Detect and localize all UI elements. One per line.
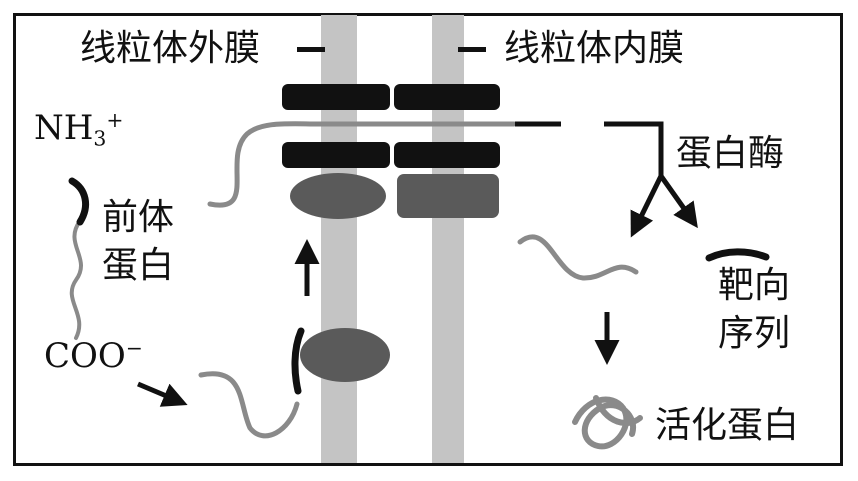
- arrow-icon: [630, 174, 664, 238]
- inner-channel-bottom: [394, 142, 500, 168]
- target-sequence-label-line1: 靶向: [718, 265, 791, 306]
- inner-membrane-label: 线粒体内膜: [504, 28, 685, 69]
- outer-membrane-label: 线粒体外膜: [80, 28, 261, 69]
- outer-receptor-lower: [300, 328, 390, 382]
- tangled-protein-icon: [572, 395, 643, 450]
- inner-receptor: [397, 174, 499, 218]
- diagram-border: [13, 13, 843, 466]
- target-sequence-fragment: [705, 248, 770, 262]
- nh3-terminus-label: NH3+: [34, 108, 124, 151]
- outer-channel-bottom: [282, 142, 390, 168]
- mature-chain: [517, 234, 639, 281]
- docking-chain: [198, 371, 300, 439]
- precursor-chain: [69, 219, 83, 340]
- outer-membrane-pointer: [297, 47, 325, 52]
- coo-terminus-label: COO−: [44, 336, 143, 377]
- docking-signal-sequence: [291, 327, 305, 395]
- inner-membrane: [432, 15, 464, 463]
- outer-membrane: [321, 15, 357, 463]
- protease-label: 蛋白酶: [676, 133, 785, 174]
- translocating-chain: [207, 121, 517, 208]
- precursor-label-line1: 前体: [102, 197, 175, 238]
- precursor-label-line2: 蛋白: [102, 245, 175, 286]
- outer-channel-top: [282, 84, 390, 110]
- inner-channel-top: [394, 84, 500, 110]
- inner-membrane-pointer: [458, 47, 486, 52]
- outer-receptor-upper: [290, 173, 386, 219]
- target-sequence-label-line2: 序列: [718, 313, 791, 354]
- precursor-signal-sequence: [68, 177, 90, 226]
- active-protein-label: 活化蛋白: [655, 405, 800, 446]
- protease-bracket: [604, 121, 664, 176]
- arrow-icon: [658, 174, 698, 229]
- arrow-icon: [137, 381, 188, 407]
